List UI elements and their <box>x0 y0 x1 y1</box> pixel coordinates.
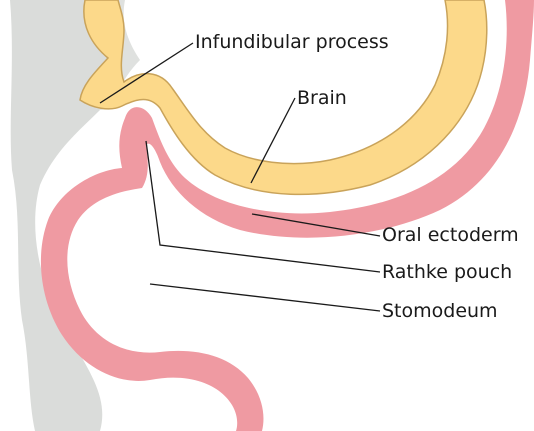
label-rathke-pouch: Rathke pouch <box>382 263 512 282</box>
leader-stomodeum <box>150 284 380 311</box>
label-brain: Brain <box>297 89 347 108</box>
label-stomodeum: Stomodeum <box>382 302 498 321</box>
label-infundibular-process: Infundibular process <box>195 33 389 52</box>
label-oral-ectoderm: Oral ectoderm <box>382 226 519 245</box>
